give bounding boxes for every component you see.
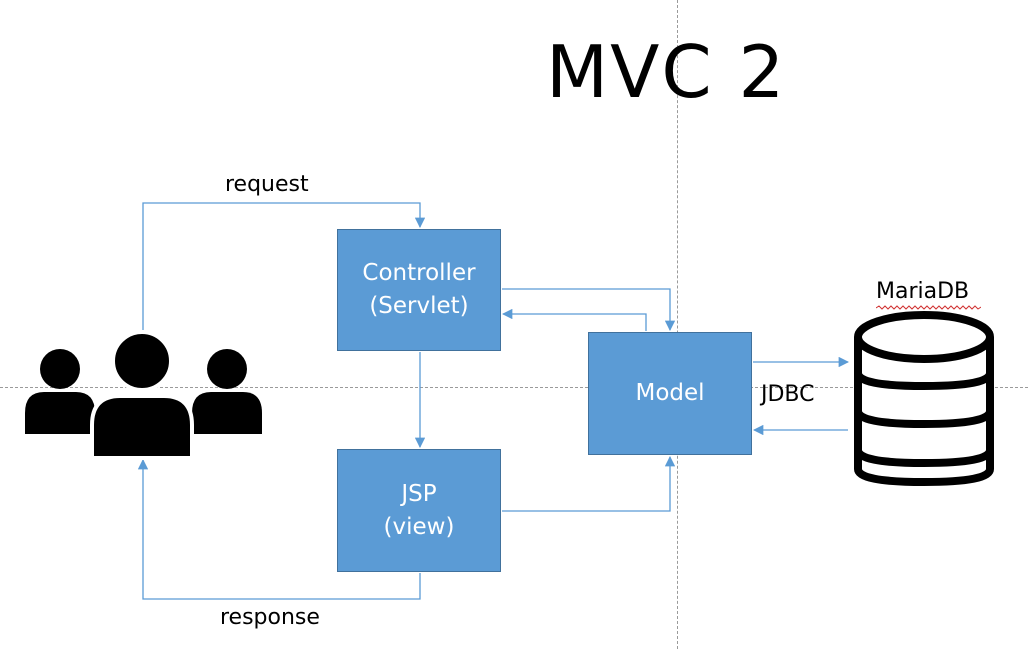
vertical-guide-line — [677, 0, 678, 649]
request-arrow — [142, 202, 426, 330]
model-box: Model — [588, 332, 752, 455]
users-group-icon — [25, 330, 262, 460]
jsp-to-model-arrow — [502, 455, 676, 512]
controller-label: Controller — [362, 260, 476, 286]
database-cylinder-icon — [854, 311, 994, 487]
model-label: Model — [635, 380, 705, 406]
spellcheck-underline — [876, 305, 981, 310]
request-label: request — [225, 172, 309, 197]
model-to-controller-arrow — [501, 308, 647, 331]
controller-sublabel: (Servlet) — [369, 293, 469, 319]
diagram-title: MVC 2 — [546, 30, 787, 114]
jsp-box: JSP (view) — [337, 449, 501, 572]
response-label: response — [220, 605, 320, 630]
response-arrow — [137, 458, 421, 600]
controller-box: Controller (Servlet) — [337, 229, 501, 351]
jdbc-label: JDBC — [761, 382, 815, 407]
controller-to-model-arrow — [502, 288, 676, 332]
mariadb-label: MariaDB — [876, 279, 970, 304]
horizontal-guide-line — [0, 387, 1028, 388]
jsp-label: JSP — [401, 480, 437, 507]
jsp-sublabel: (view) — [383, 513, 455, 540]
